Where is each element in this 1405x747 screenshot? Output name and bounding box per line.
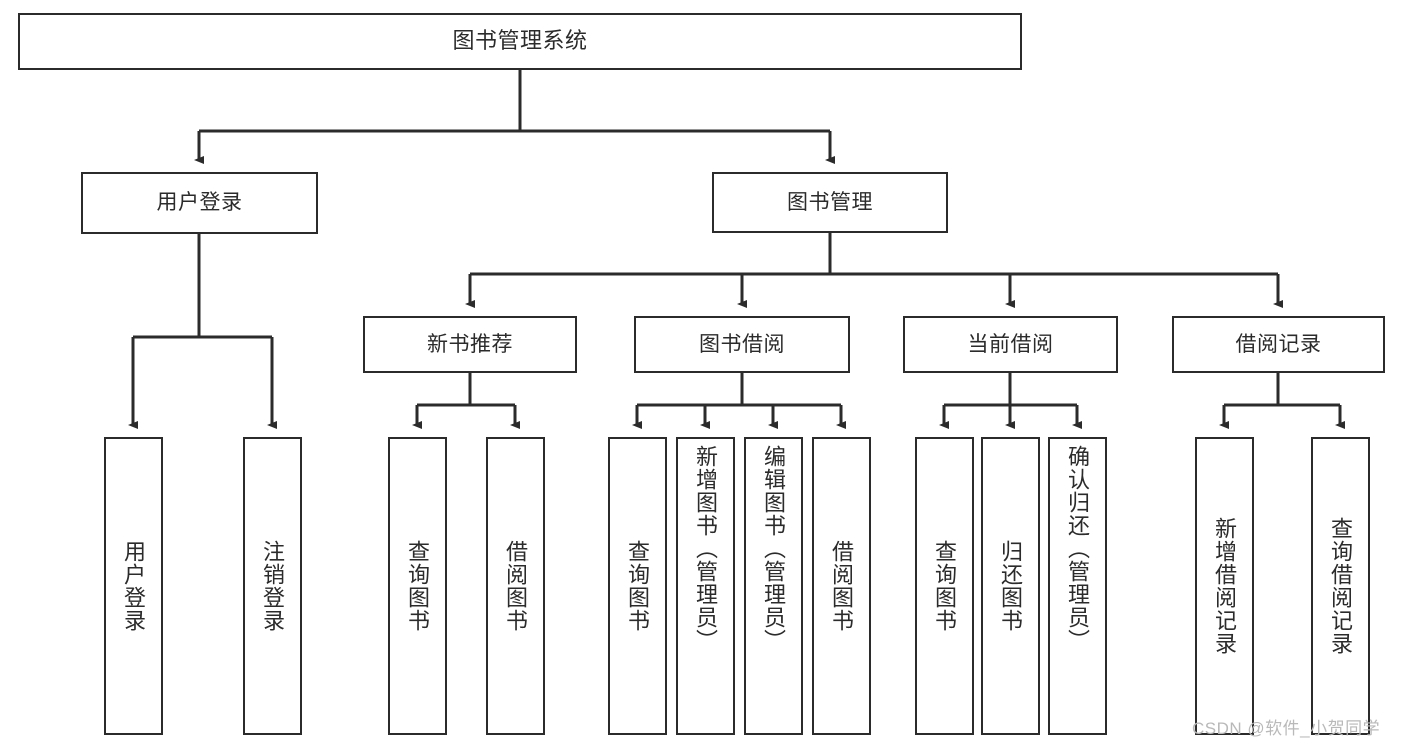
node-leaf-logout[interactable]: 注销登录 — [243, 437, 302, 735]
node-leaf-user-login[interactable]: 用户登录 — [104, 437, 163, 735]
node-root-system[interactable]: 图书管理系统 — [18, 13, 1022, 70]
node-leaf-query-book-borrow[interactable]: 查询图书 — [608, 437, 667, 735]
node-leaf-edit-book[interactable]: 编辑图书（管理员） — [744, 437, 803, 735]
node-user-login[interactable]: 用户登录 — [81, 172, 318, 234]
node-book-borrow[interactable]: 图书借阅 — [634, 316, 850, 373]
node-leaf-return-book[interactable]: 归还图书 — [981, 437, 1040, 735]
node-current-borrow[interactable]: 当前借阅 — [903, 316, 1118, 373]
node-leaf-borrow-book-recommend[interactable]: 借阅图书 — [486, 437, 545, 735]
node-leaf-add-borrow-record[interactable]: 新增借阅记录 — [1195, 437, 1254, 735]
node-leaf-add-book[interactable]: 新增图书（管理员） — [676, 437, 735, 735]
node-leaf-confirm-return[interactable]: 确认归还（管理员） — [1048, 437, 1107, 735]
node-leaf-query-book-current[interactable]: 查询图书 — [915, 437, 974, 735]
node-leaf-query-book-recommend[interactable]: 查询图书 — [388, 437, 447, 735]
node-leaf-query-borrow-record[interactable]: 查询借阅记录 — [1311, 437, 1370, 735]
node-book-manage[interactable]: 图书管理 — [712, 172, 948, 233]
node-leaf-borrow-book[interactable]: 借阅图书 — [812, 437, 871, 735]
node-new-book-recommend[interactable]: 新书推荐 — [363, 316, 577, 373]
watermark-text: CSDN @软件_小贺同学 — [1192, 719, 1381, 738]
node-borrow-record[interactable]: 借阅记录 — [1172, 316, 1385, 373]
